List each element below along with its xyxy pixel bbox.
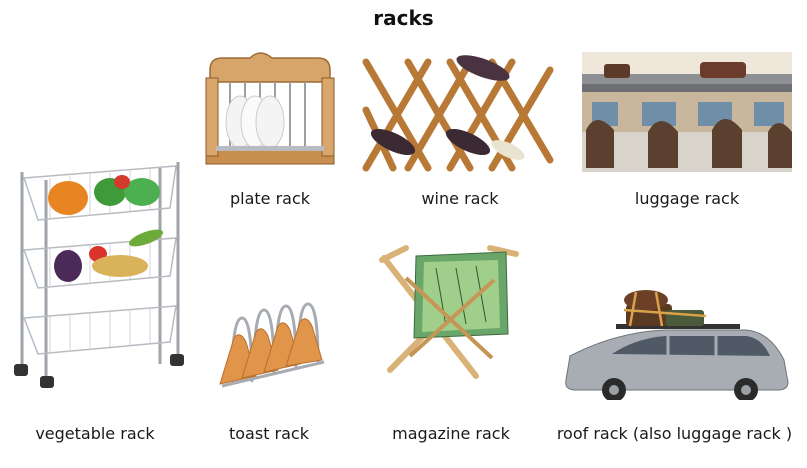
page-title: racks: [373, 6, 434, 30]
plate-rack-illustration: [200, 50, 340, 170]
magazine-rack-label: magazine rack: [392, 424, 510, 443]
toast-rack-illustration: [212, 302, 332, 394]
plate-rack-label: plate rack: [229, 189, 311, 208]
roof-rack-label: roof rack (also luggage rack ): [556, 424, 793, 443]
luggage-rack-illustration: [582, 52, 792, 172]
vegetable-rack-label: vegetable rack: [35, 424, 155, 443]
luggage-rack-label: luggage rack: [634, 189, 740, 208]
vegetable-rack-illustration: [10, 158, 190, 393]
wine-rack-label: wine rack: [421, 189, 499, 208]
toast-rack-label: toast rack: [228, 424, 309, 443]
magazine-rack-illustration: [376, 238, 526, 383]
roof-rack-illustration: [556, 290, 796, 400]
wine-rack-illustration: [358, 50, 558, 180]
